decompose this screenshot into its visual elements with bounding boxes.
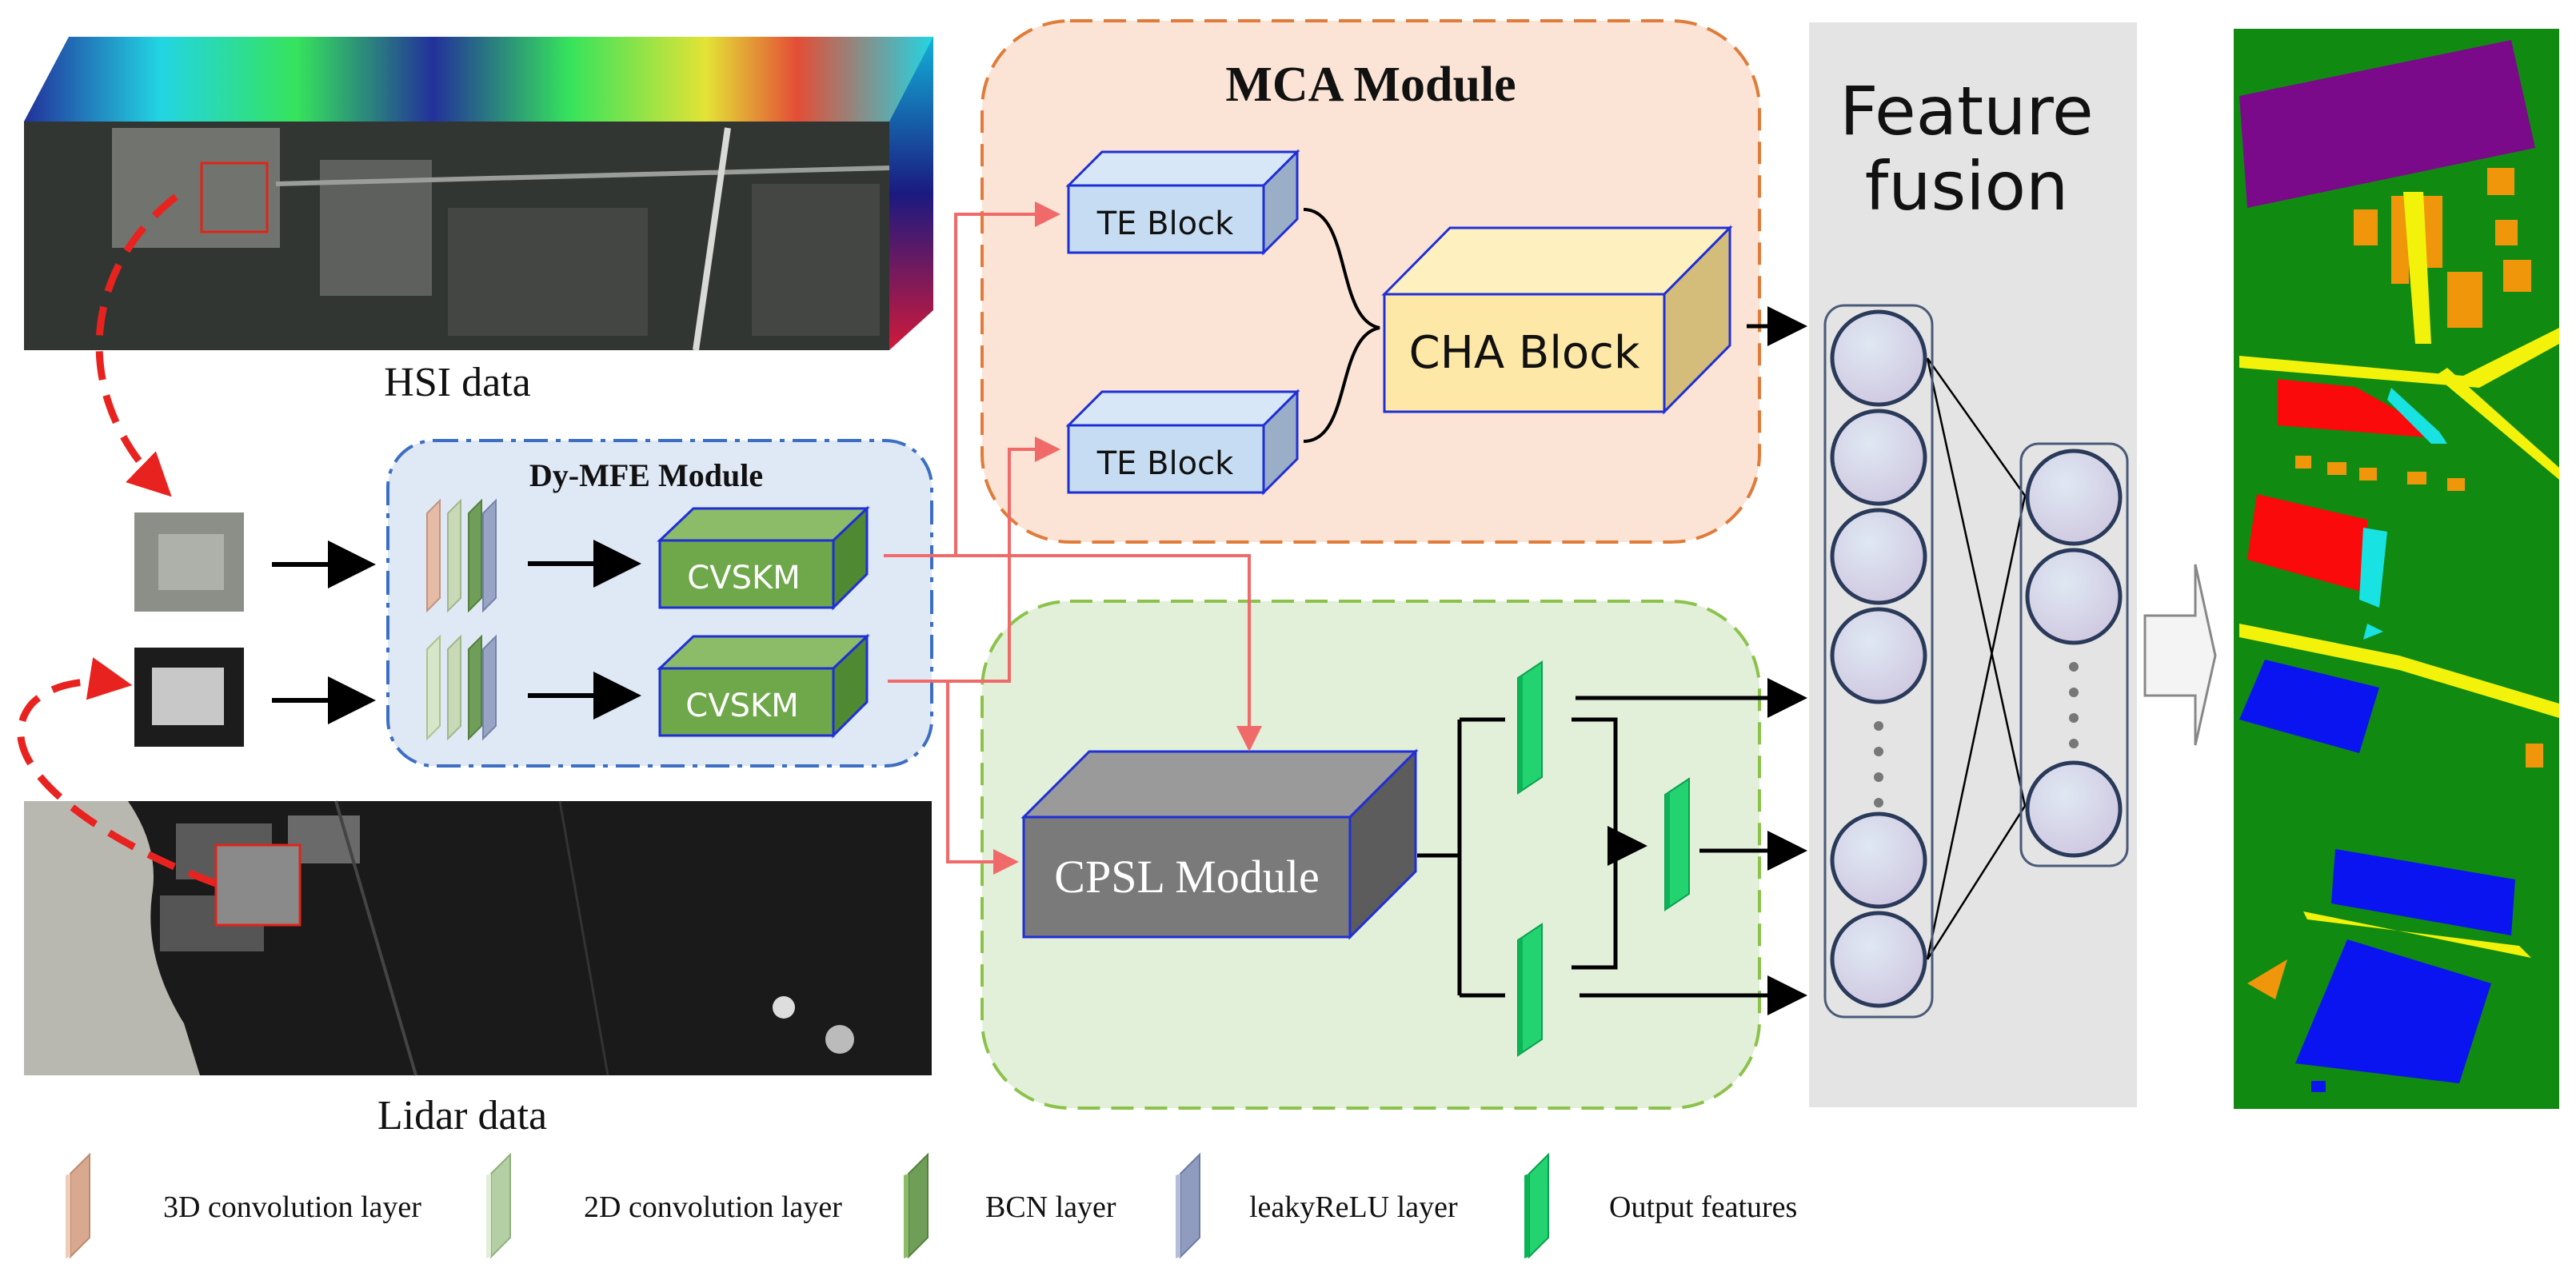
te-block-bottom — [1065, 389, 1300, 496]
input-node — [1830, 811, 1927, 909]
output-arrow — [2143, 564, 2217, 746]
lidar-layer-stack — [426, 634, 497, 741]
hsi-caption: HSI data — [384, 360, 530, 405]
legend-label-bcn: BCN layer — [985, 1190, 1116, 1224]
legend-label-3d-conv: 3D convolution layer — [163, 1190, 421, 1224]
lidar-to-patch-arrow — [17, 657, 218, 887]
cvskm-routing-lines — [884, 201, 1262, 875]
cpsl-block — [1020, 748, 1419, 940]
te-block-top-label: TE Block — [1096, 205, 1234, 242]
dy-mfe-title: Dy-MFE Module — [529, 457, 763, 493]
output-feature-bottom — [1517, 923, 1543, 1057]
legend-label-output: Output features — [1609, 1190, 1797, 1224]
cvskm-block-bottom — [657, 633, 870, 739]
hsi-layer-stack — [426, 498, 497, 613]
lidar-image — [24, 800, 932, 1076]
legend-item-output — [1524, 1152, 1549, 1259]
hidden-layer-nodes — [2025, 449, 2123, 858]
cvskm-top-label: CVSKM — [687, 560, 800, 596]
cha-block — [1381, 225, 1733, 415]
output-feature-middle — [1664, 777, 1690, 911]
legend-item-3d-conv — [66, 1152, 90, 1259]
cha-block-label: CHA Block — [1409, 327, 1640, 379]
input-layer-frame — [1823, 304, 1934, 1019]
cvskm-bottom-label: CVSKM — [685, 688, 798, 724]
classification-map — [2234, 29, 2559, 1109]
input-node — [1830, 911, 1927, 1008]
hidden-layer-frame — [2019, 442, 2129, 867]
fusion-title-line1: Feature — [1839, 72, 2093, 150]
input-layer-nodes — [1830, 309, 1927, 1008]
fusion-connections — [1926, 357, 2027, 960]
hidden-node — [2025, 449, 2123, 546]
cvskm-block-top — [657, 505, 870, 611]
hidden-node — [2025, 548, 2123, 645]
cpsl-split-bracket — [1417, 717, 1505, 998]
hidden-node — [2025, 760, 2123, 858]
input-layer-ellipsis — [1874, 721, 1883, 807]
input-node — [1830, 409, 1927, 506]
mca-title: MCA Module — [1225, 58, 1516, 112]
legend-label-2d-conv: 2D convolution layer — [584, 1190, 842, 1224]
hsi-patch-building — [158, 534, 224, 590]
legend-item-bcn — [904, 1152, 929, 1259]
lidar-patch-building — [152, 668, 224, 725]
te-merge-brace — [1303, 208, 1380, 443]
te-block-bottom-label: TE Block — [1096, 445, 1234, 482]
legend-item-leakyrelu — [1176, 1152, 1200, 1259]
hsi-to-patch-arrow — [95, 193, 178, 497]
fusion-title-line2: fusion — [1865, 147, 2069, 225]
input-node — [1830, 607, 1927, 704]
legend-label-leakyrelu: leakyReLU layer — [1249, 1190, 1458, 1224]
hidden-layer-ellipsis — [2069, 662, 2079, 748]
output-feature-top — [1517, 660, 1543, 795]
lidar-caption: Lidar data — [377, 1093, 547, 1138]
input-node — [1830, 508, 1927, 605]
cpsl-label: CPSL Module — [1054, 851, 1319, 903]
input-node — [1830, 309, 1927, 407]
legend-item-2d-conv — [486, 1152, 511, 1259]
hsi-cube — [24, 37, 933, 351]
legend: 3D convolution layer 2D convolution laye… — [66, 1152, 1797, 1259]
te-block-top — [1065, 149, 1300, 256]
